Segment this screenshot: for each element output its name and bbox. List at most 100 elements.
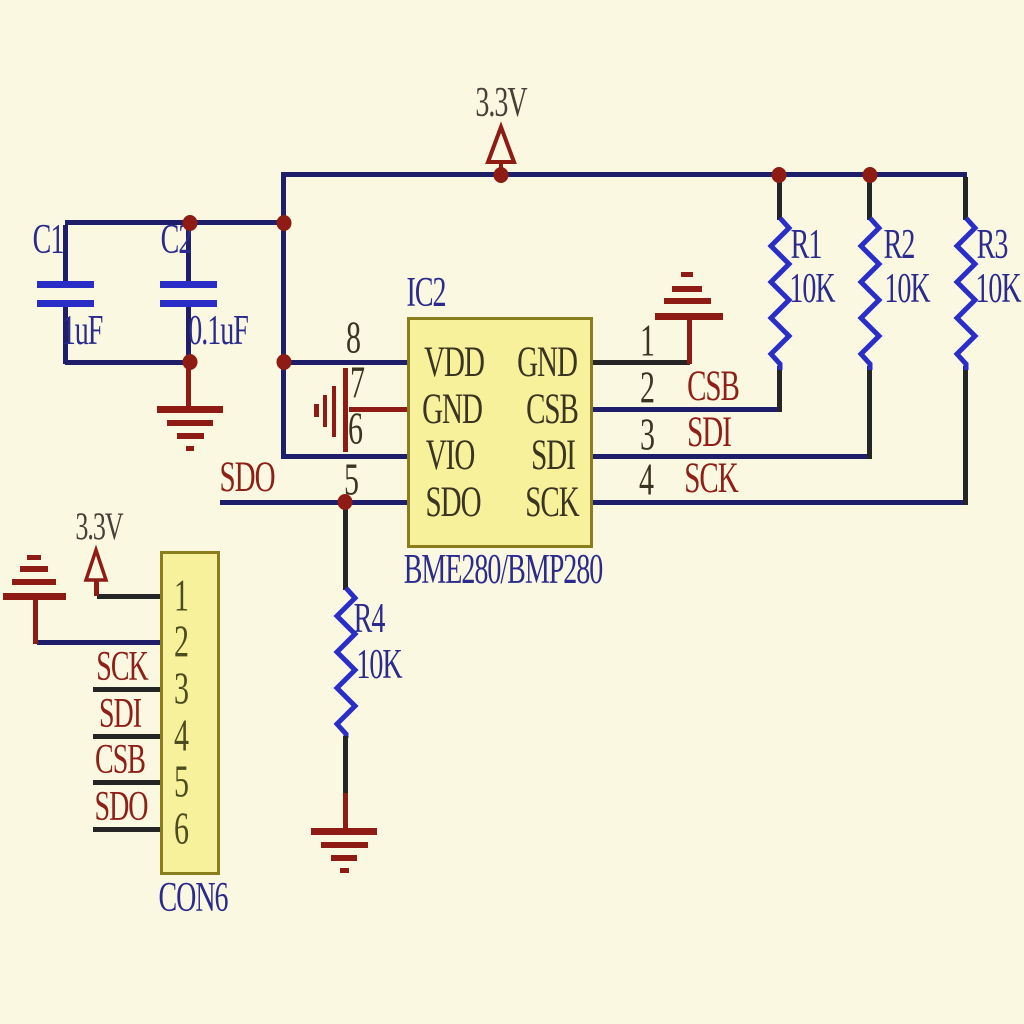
ground-icon <box>340 868 349 873</box>
ic-pin2-number: 2 <box>640 363 655 413</box>
con-pin4-number: 4 <box>174 711 189 761</box>
resistor-r2-lead <box>867 366 872 459</box>
ground-icon <box>332 386 336 437</box>
con-net-label-sdo: SDO <box>94 784 148 831</box>
c1-ref-label: C1 <box>32 217 65 264</box>
wire-con-pin2 <box>37 640 160 645</box>
ground-icon <box>655 313 723 320</box>
r2-value-label: 10K <box>884 266 930 313</box>
ground-icon <box>681 272 693 277</box>
r2-ref-label: R2 <box>883 222 916 269</box>
ground-icon <box>20 566 48 572</box>
ground-icon <box>177 433 204 439</box>
power-net-label-connector: 3.3V <box>75 504 123 548</box>
ground-icon <box>331 855 357 861</box>
ic-pin3-number: 3 <box>640 410 655 460</box>
ic-pin4-number: 4 <box>639 455 654 505</box>
wire-sdi <box>593 454 872 459</box>
junction-dot <box>182 354 198 370</box>
net-label-sdi: SDI <box>687 408 732 457</box>
wire-power-rail <box>283 172 967 177</box>
power-arrow-stem <box>94 580 99 596</box>
capacitor-c2-plate <box>160 300 217 307</box>
ground-icon <box>12 579 56 585</box>
ground-stem <box>343 793 348 830</box>
resistor-r1-lead <box>777 177 782 220</box>
wire-sck <box>593 500 968 505</box>
resistor-r3-lead <box>963 366 968 505</box>
ic-pin-name-gnd-right: GND <box>517 338 578 387</box>
ic-body <box>407 317 593 548</box>
junction-dot <box>276 215 292 231</box>
ic-pin1-number: 1 <box>640 316 655 366</box>
ic-pin-name-gnd-left: GND <box>422 385 483 434</box>
r4-value-label: 10K <box>356 642 402 689</box>
wire-cap-top <box>65 220 286 225</box>
wire-gnd-pin1 <box>593 360 690 365</box>
con-pin2-number: 2 <box>174 617 189 667</box>
ic-pin8-number: 8 <box>346 313 361 363</box>
con-pin5-number: 5 <box>174 757 189 807</box>
resistor-r3-zigzag <box>953 216 979 370</box>
power-net-label: 3.3V <box>475 80 527 127</box>
junction-dot <box>182 215 198 231</box>
r4-ref-label: R4 <box>353 596 386 643</box>
ground-icon <box>343 368 348 452</box>
con-net-label-csb: CSB <box>95 737 146 784</box>
ic-ref-label: IC2 <box>406 270 447 317</box>
con-net-label-sck: SCK <box>96 644 148 691</box>
wire-sdo <box>220 500 407 505</box>
ic-pin-name-csb: CSB <box>526 385 579 434</box>
ground-icon <box>157 406 223 413</box>
ic-part-label: BME280/BMP280 <box>403 547 604 594</box>
connector-ref-label: CON6 <box>158 875 228 922</box>
con-pin6-number: 6 <box>174 804 189 854</box>
ground-icon <box>664 298 711 304</box>
ground-icon <box>311 828 377 835</box>
junction-dot <box>771 167 787 183</box>
resistor-r4-lead <box>343 505 348 590</box>
wire-con-pin6 <box>93 827 160 832</box>
capacitor-c1-plate <box>37 300 94 307</box>
r3-ref-label: R3 <box>976 222 1009 269</box>
wire-con-pin1 <box>97 594 160 599</box>
wire-vdd <box>286 360 407 365</box>
ic-pin-name-sck: SCK <box>525 478 579 527</box>
wire-gnd-pin1-vert <box>687 320 692 364</box>
wire-c1-stem-bottom <box>63 307 68 364</box>
resistor-r4-lead <box>343 736 348 796</box>
ground-icon <box>314 404 319 417</box>
net-label-sdo: SDO <box>219 453 275 502</box>
wire-c2-stem-top <box>186 225 191 283</box>
ground-icon <box>3 593 66 600</box>
wire-con-pin4 <box>93 734 160 739</box>
wire-c1-stem-top <box>63 225 68 283</box>
r1-value-label: 10K <box>789 266 835 313</box>
ground-icon <box>27 555 41 560</box>
ic-pin-name-sdi: SDI <box>531 431 576 480</box>
wire-c2-stem-bottom <box>186 307 191 364</box>
ic-pin7-number: 7 <box>350 358 365 408</box>
capacitor-c1-plate <box>37 281 94 288</box>
r3-value-label: 10K <box>975 266 1021 313</box>
ic-pin-name-sdo: SDO <box>425 478 481 527</box>
wire-csb <box>593 407 782 412</box>
con-net-label-sdi: SDI <box>98 691 142 738</box>
net-label-csb: CSB <box>687 362 740 411</box>
con-pin3-number: 3 <box>174 664 189 714</box>
junction-dot <box>337 494 353 510</box>
junction-dot <box>276 354 292 370</box>
ic-pin-name-vdd: VDD <box>424 338 485 387</box>
resistor-r4-zigzag <box>333 586 359 738</box>
ground-icon <box>167 420 213 426</box>
ground-icon <box>321 842 368 848</box>
wire-cap-bottom <box>65 360 192 365</box>
ic-pin-name-vio: VIO <box>425 431 476 480</box>
junction-dot <box>493 167 509 183</box>
resistor-r3-lead <box>963 177 968 220</box>
resistor-r1-lead <box>777 366 782 412</box>
power-arrow-icon <box>485 121 517 164</box>
power-arrow-icon <box>83 544 109 582</box>
junction-dot <box>862 167 878 183</box>
wire-vio <box>286 454 407 459</box>
